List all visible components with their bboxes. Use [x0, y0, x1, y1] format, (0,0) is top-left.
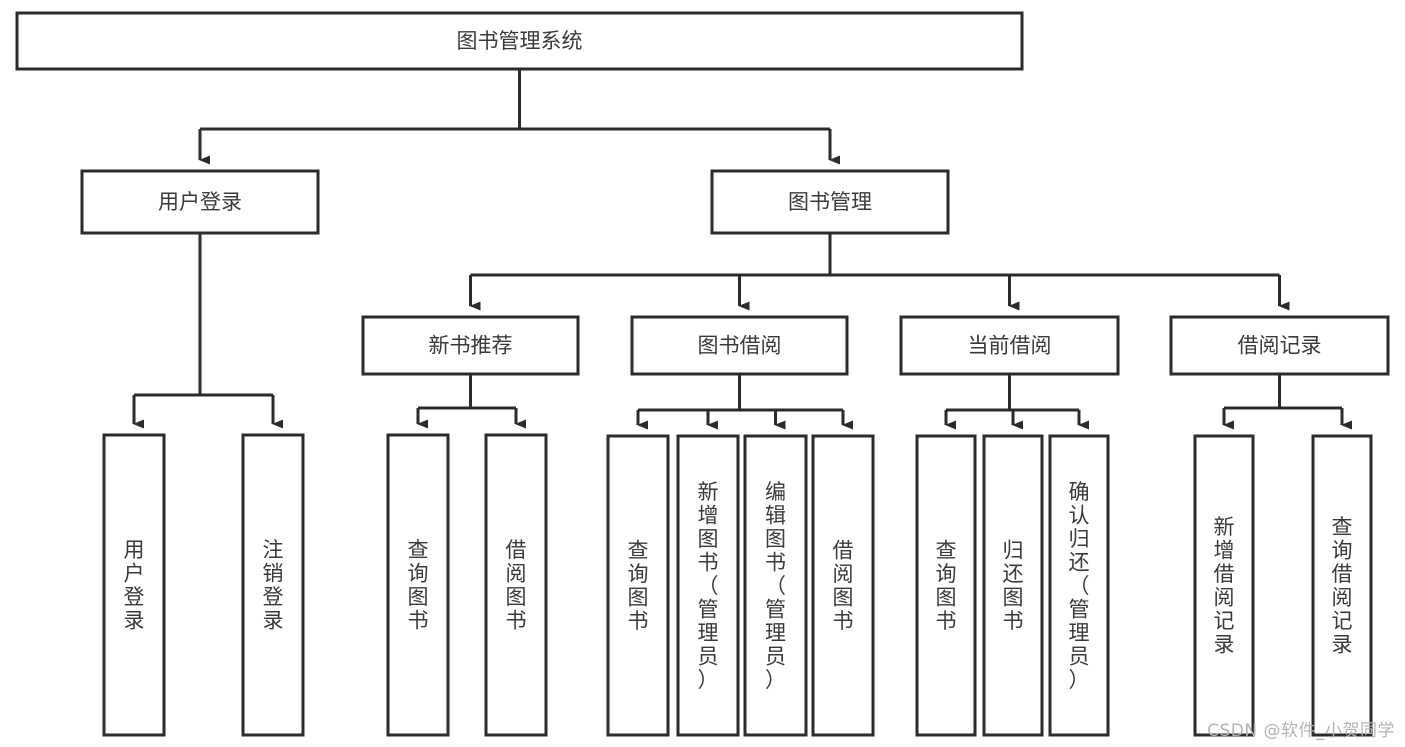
node-label: 图书管理系统 — [457, 29, 583, 53]
node-rect[interactable] — [1311, 434, 1373, 737]
node-rect[interactable] — [15, 11, 1024, 71]
level3-node[interactable]: 图书借阅 — [630, 315, 849, 376]
node-label: 借阅图书 — [833, 539, 854, 634]
leaf-node[interactable]: 借阅图书 — [484, 433, 548, 737]
level2-node[interactable]: 用户登录 — [80, 169, 320, 235]
leaf-node[interactable]: 编辑图书（管理员） — [743, 434, 808, 737]
node-label: 新书推荐 — [429, 334, 513, 358]
leaf-node[interactable]: 查询图书 — [386, 433, 450, 737]
node-rect[interactable] — [811, 434, 875, 737]
node-layer: 图书管理系统用户登录图书管理新书推荐图书借阅当前借阅借阅记录用户登录注销登录查询… — [15, 11, 1390, 737]
node-rect[interactable] — [899, 315, 1120, 376]
node-rect[interactable] — [982, 434, 1044, 737]
node-rect[interactable] — [630, 315, 849, 376]
leaf-node[interactable]: 新增图书（管理员） — [676, 434, 740, 737]
node-rect[interactable] — [241, 433, 305, 737]
node-rect[interactable] — [743, 434, 808, 737]
leaf-node[interactable]: 借阅图书 — [811, 434, 875, 737]
node-label: 编辑图书（管理员） — [765, 480, 786, 692]
leaf-node[interactable]: 用户登录 — [102, 433, 166, 737]
node-rect[interactable] — [1193, 434, 1255, 737]
csdn-watermark: CSDN @软件_小贺同学 — [1207, 721, 1395, 741]
leaf-node[interactable]: 注销登录 — [241, 433, 305, 737]
node-rect[interactable] — [676, 434, 740, 737]
level3-node[interactable]: 当前借阅 — [899, 315, 1120, 376]
level2-node[interactable]: 图书管理 — [710, 169, 950, 235]
leaf-node[interactable]: 查询图书 — [915, 434, 977, 737]
node-label: 查询借阅记录 — [1332, 515, 1353, 657]
node-rect[interactable] — [80, 169, 320, 235]
node-label: 新增借阅记录 — [1214, 515, 1235, 657]
level3-node[interactable]: 借阅记录 — [1169, 315, 1390, 376]
node-label: 查询图书 — [408, 538, 429, 633]
node-label: 图书借阅 — [698, 334, 782, 358]
connector-layer — [132, 69, 1352, 430]
node-label: 归还图书 — [1003, 539, 1024, 634]
node-label: 用户登录 — [124, 538, 145, 633]
node-label: 新增图书（管理员） — [698, 480, 719, 692]
leaf-node[interactable]: 查询借阅记录 — [1311, 434, 1373, 737]
node-rect[interactable] — [484, 433, 548, 737]
node-label: 注销登录 — [263, 538, 284, 633]
level3-node[interactable]: 新书推荐 — [361, 315, 580, 376]
node-label: 借阅图书 — [506, 538, 527, 633]
node-rect[interactable] — [606, 434, 670, 737]
node-rect[interactable] — [1048, 434, 1110, 737]
node-rect[interactable] — [915, 434, 977, 737]
node-rect[interactable] — [102, 433, 166, 737]
leaf-node[interactable]: 确认归还（管理员） — [1048, 434, 1110, 737]
node-label: 用户登录 — [158, 190, 242, 214]
node-label: 当前借阅 — [968, 334, 1052, 358]
node-rect[interactable] — [361, 315, 580, 376]
node-label: 借阅记录 — [1238, 334, 1322, 358]
node-rect[interactable] — [710, 169, 950, 235]
leaf-node[interactable]: 新增借阅记录 — [1193, 434, 1255, 737]
leaf-node[interactable]: 查询图书 — [606, 434, 670, 737]
node-label: 确认归还（管理员） — [1069, 480, 1090, 692]
node-label: 查询图书 — [936, 539, 957, 634]
leaf-node[interactable]: 归还图书 — [982, 434, 1044, 737]
node-label: 查询图书 — [628, 539, 649, 634]
node-label: 图书管理 — [788, 190, 872, 214]
node-rect[interactable] — [386, 433, 450, 737]
node-rect[interactable] — [1169, 315, 1390, 376]
root-node[interactable]: 图书管理系统 — [15, 11, 1024, 71]
